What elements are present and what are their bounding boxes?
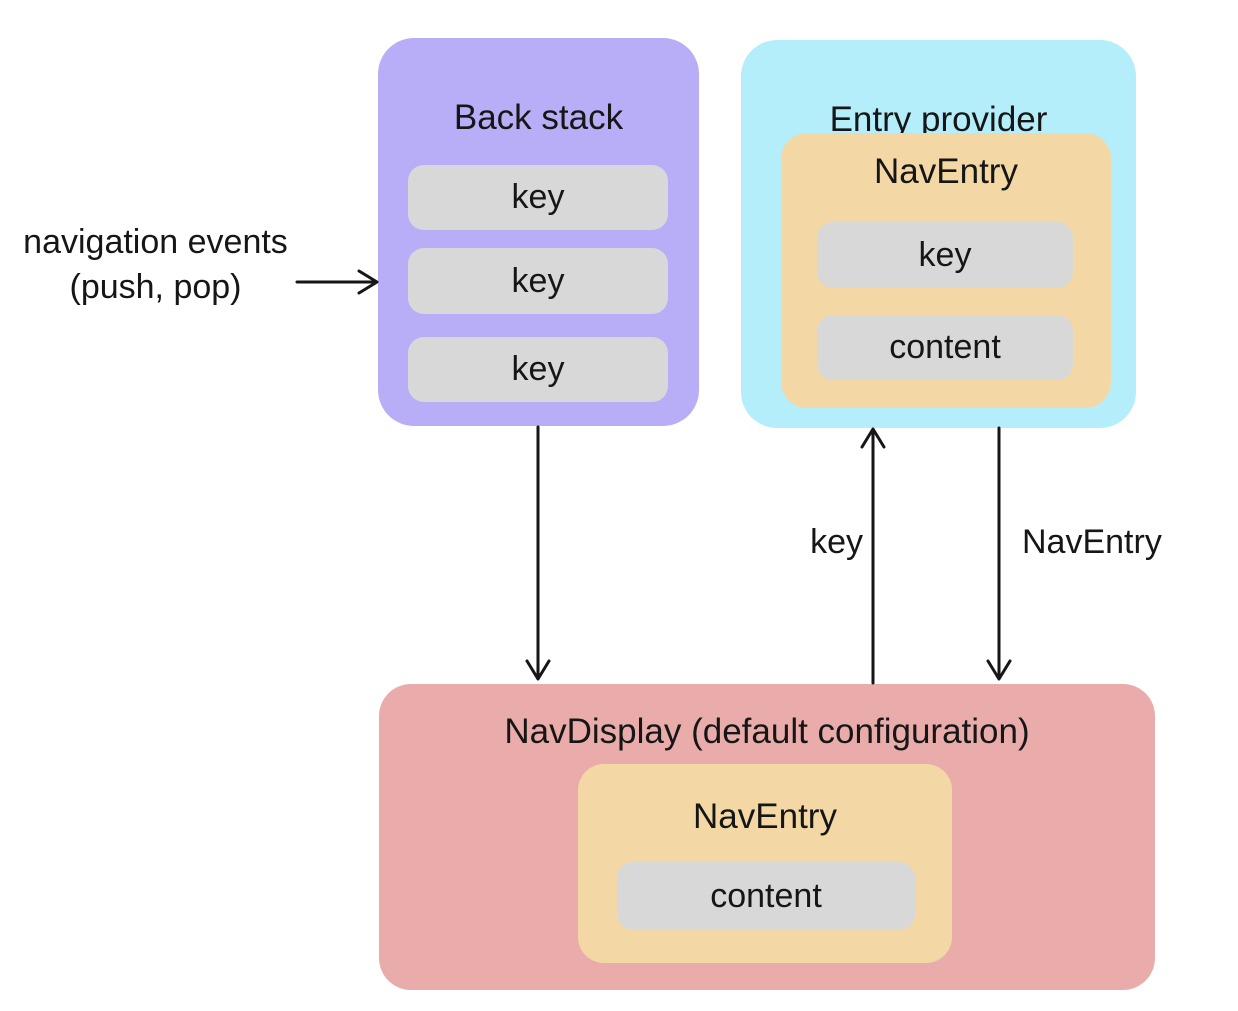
nav-entry-title: NavEntry [693,797,837,836]
navigation-events-line1: navigation events [23,223,288,261]
arrow-down-icon [986,426,1012,681]
content-label: content [889,328,1001,366]
content-label: content [710,876,822,915]
arrow-up-icon [860,427,886,685]
back-stack-key-pill: key [408,337,668,402]
nav-display-box: NavDisplay (default configuration) NavEn… [379,684,1155,990]
back-stack-key-pill: key [408,165,668,230]
key-arrow-label: key [810,523,863,561]
nav-entry-key-pill: key [817,222,1073,288]
nav-entry-box: NavEntry content [578,764,952,963]
entry-provider-box: Entry provider NavEntry key content [741,40,1136,428]
key-label: key [918,235,972,274]
nav-entry-content-pill: content [817,315,1073,380]
naventry-arrow-label: NavEntry [1022,523,1162,561]
back-stack-title: Back stack [453,98,624,137]
back-stack-key-pill: key [408,248,668,314]
arrow-right-icon [295,269,379,295]
nav-entry-title: NavEntry [874,152,1018,191]
navigation-events-line2: (push, pop) [69,268,242,306]
key-label: key [511,350,565,388]
nav-display-title: NavDisplay (default configuration) [504,712,1030,751]
arrow-down-icon [525,425,551,681]
nav-entry-content-pill: content [617,862,915,930]
entry-provider-title: Entry provider [829,100,1048,139]
nav-entry-box: NavEntry key content [781,133,1111,408]
key-label: key [511,261,565,300]
back-stack-box: Back stack key key key [378,38,699,426]
navigation-events-label: navigation events (push, pop) [8,220,303,310]
key-label: key [511,178,565,216]
